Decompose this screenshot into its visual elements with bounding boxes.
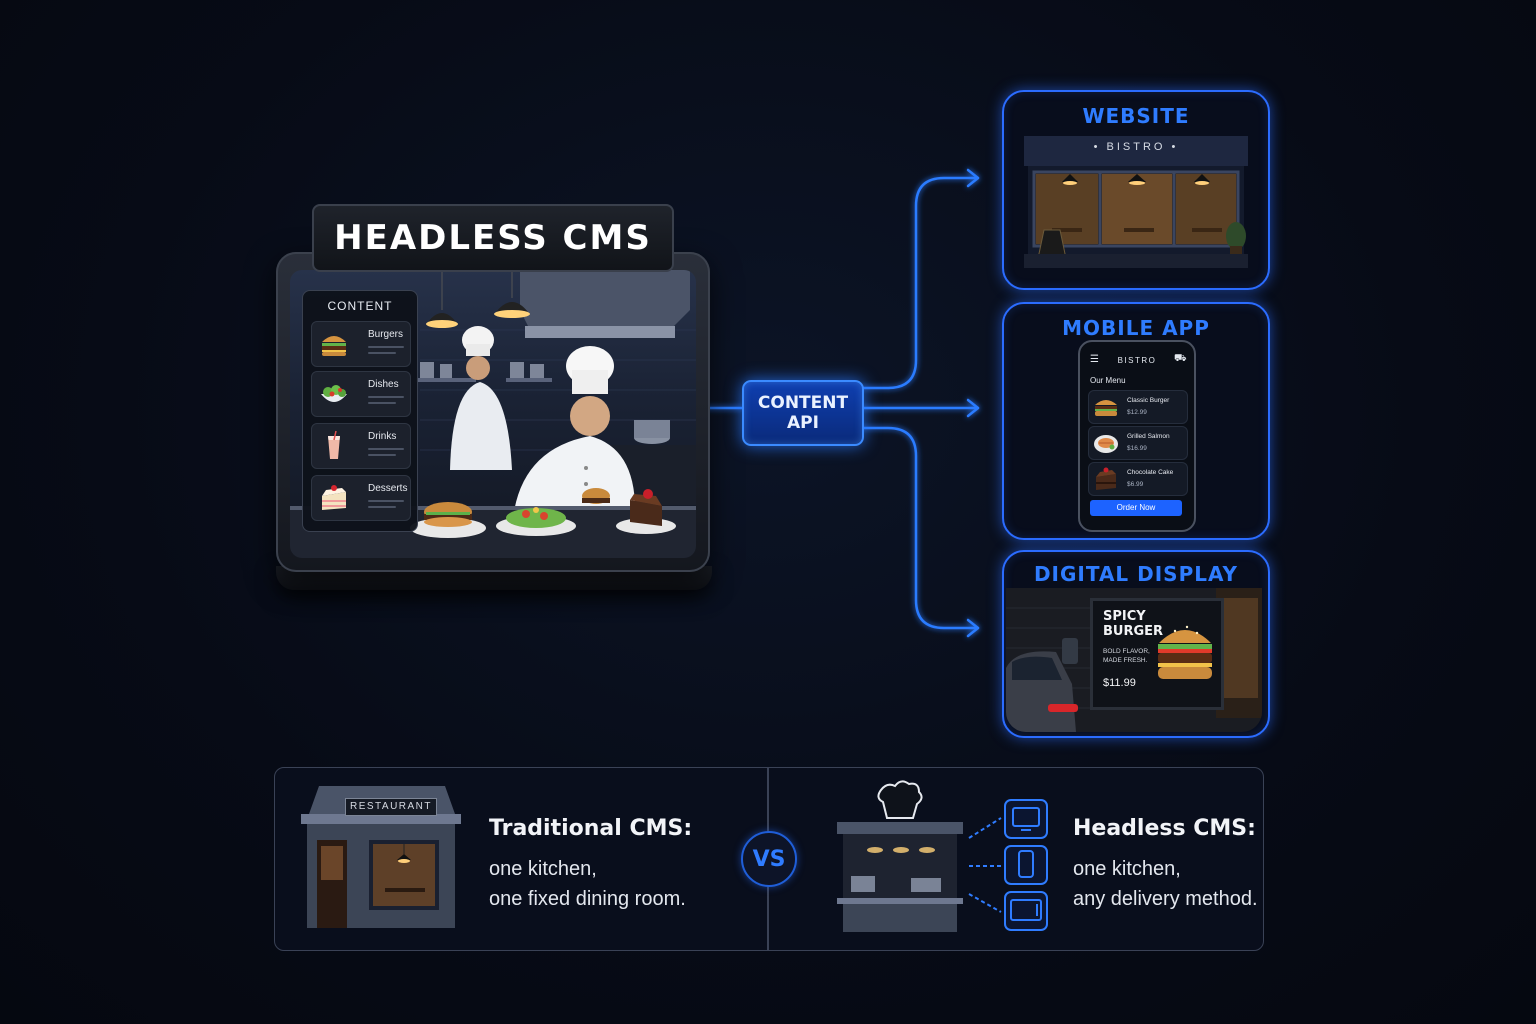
mobile-app-title: MOBILE APP xyxy=(1062,316,1210,340)
hamburger-menu-icon[interactable]: ☰ xyxy=(1090,354,1099,365)
bistro-sign: • BISTRO • xyxy=(1093,141,1179,153)
phone-item-price: $12.99 xyxy=(1127,409,1147,416)
drink-glass-icon xyxy=(328,430,340,459)
content-item-label: Drinks xyxy=(368,431,397,442)
burger-icon xyxy=(322,336,346,356)
vs-badge: VS xyxy=(741,831,797,887)
arrowhead-display xyxy=(966,618,980,638)
phone-menu-item-burger[interactable]: Classic Burger $12.99 xyxy=(1088,390,1188,424)
text-placeholder-line xyxy=(368,500,404,502)
website-card: WEBSITE • BISTRO • xyxy=(1002,90,1270,290)
api-to-display-line xyxy=(858,426,980,630)
text-placeholder-line xyxy=(368,448,404,450)
traditional-cms-line1: one kitchen, xyxy=(489,858,597,880)
text-placeholder-line xyxy=(368,454,396,456)
cms-comparison-panel: RESTAURANT Traditional CMS: one kitchen,… xyxy=(274,767,1264,951)
content-item-label: Dishes xyxy=(368,379,399,390)
salmon-plate-icon xyxy=(1094,435,1118,453)
headless-cms-title: HEADLESS CMS xyxy=(312,204,674,272)
website-title: WEBSITE xyxy=(1082,104,1190,128)
phone-app-brand: BISTRO xyxy=(1117,356,1157,365)
phone-item-name: Classic Burger xyxy=(1127,397,1170,404)
content-sidebar-title: CONTENT xyxy=(327,299,393,313)
phone-item-price: $6.99 xyxy=(1127,481,1144,488)
content-api-node: CONTENT API xyxy=(742,380,864,446)
text-placeholder-line xyxy=(368,352,396,354)
headless-cms-compare-title: Headless CMS: xyxy=(1073,816,1256,841)
content-api-label-line1: CONTENT xyxy=(757,393,849,413)
kitchen-illustration xyxy=(290,270,696,558)
ad-headline: SPICY BURGER xyxy=(1103,609,1164,639)
content-item-burgers[interactable]: Burgers xyxy=(311,321,411,367)
drive-thru-scene: SPICY BURGER BOLD FLAVOR, MADE FRESH. $1… xyxy=(1006,588,1262,732)
chocolate-cake-icon xyxy=(1096,467,1116,490)
kitchen-station-icon xyxy=(837,780,963,932)
cart-icon[interactable]: ⛟ xyxy=(1174,353,1187,364)
text-placeholder-line xyxy=(368,396,404,398)
ad-tagline: BOLD FLAVOR, MADE FRESH. xyxy=(1103,648,1150,664)
mobile-app-card: MOBILE APP ☰ BISTRO ⛟ Our Menu Classic B… xyxy=(1002,302,1270,540)
cake-slice-icon xyxy=(322,485,346,510)
content-item-label: Burgers xyxy=(368,329,404,340)
phone-menu-heading: Our Menu xyxy=(1090,376,1126,385)
traditional-cms-title: Traditional CMS: xyxy=(489,816,693,841)
restaurant-building-icon xyxy=(301,786,461,928)
content-api-label-line2: API xyxy=(787,413,819,433)
api-to-website-line xyxy=(858,176,980,390)
phone-menu-item-cake[interactable]: Chocolate Cake $6.99 xyxy=(1088,462,1188,496)
text-placeholder-line xyxy=(368,402,396,404)
bistro-storefront: • BISTRO • xyxy=(1024,136,1248,269)
traditional-cms-line2: one fixed dining room. xyxy=(489,888,686,910)
text-placeholder-line xyxy=(368,346,404,348)
menu-display-screen: SPICY BURGER BOLD FLAVOR, MADE FRESH. $1… xyxy=(1090,598,1224,710)
phone-item-price: $16.99 xyxy=(1127,445,1147,452)
arrowhead-mobile xyxy=(966,398,980,418)
phone-item-name: Chocolate Cake xyxy=(1127,469,1174,476)
salad-bowl-icon xyxy=(321,385,347,402)
phone-mockup: ☰ BISTRO ⛟ Our Menu Classic Burger $12.9… xyxy=(1078,340,1196,532)
content-item-desserts[interactable]: Desserts xyxy=(311,475,411,521)
storefront-illustration xyxy=(1024,136,1248,269)
digital-display-title: DIGITAL DISPLAY xyxy=(1033,562,1239,586)
headless-cms-line2: any delivery method. xyxy=(1073,888,1258,910)
burger-icon xyxy=(1095,400,1117,416)
delivery-device-icons xyxy=(968,799,1048,931)
arrowhead-website xyxy=(966,168,980,188)
content-item-dishes[interactable]: Dishes xyxy=(311,371,411,417)
restaurant-sign: RESTAURANT xyxy=(345,798,437,816)
order-now-button[interactable]: Order Now xyxy=(1090,500,1182,516)
text-placeholder-line xyxy=(368,506,396,508)
phone-item-name: Grilled Salmon xyxy=(1127,433,1170,440)
burger-icon xyxy=(1158,625,1212,679)
content-item-drinks[interactable]: Drinks xyxy=(311,423,411,469)
headless-cms-line1: one kitchen, xyxy=(1073,858,1181,880)
ad-price: $11.99 xyxy=(1103,677,1136,689)
content-sidebar: CONTENT Burgers Dishes Drinks xyxy=(302,290,418,532)
content-item-label: Desserts xyxy=(368,483,408,494)
phone-menu-item-salmon[interactable]: Grilled Salmon $16.99 xyxy=(1088,426,1188,460)
digital-display-card: DIGITAL DISPLAY SPICY BURGER BOLD FLAVOR… xyxy=(1002,550,1270,738)
